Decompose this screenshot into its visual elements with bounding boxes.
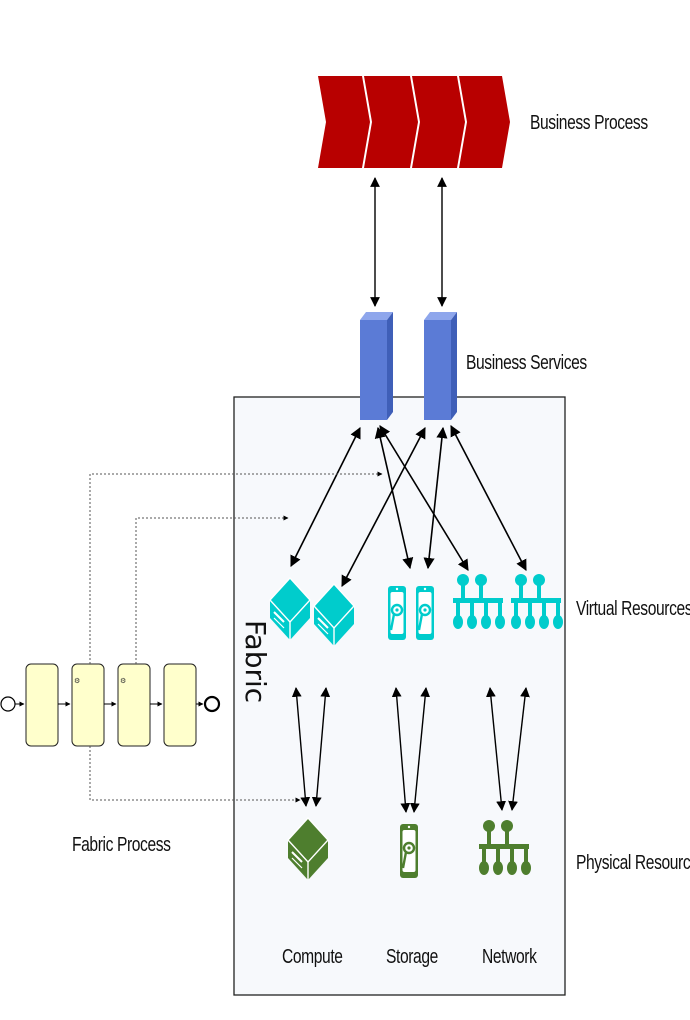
physical-resources-label: Physical Resources	[576, 852, 690, 874]
fabric-label: Fabric	[239, 620, 272, 704]
fabric-process-flow: ⚙ ⚙	[0, 663, 221, 747]
virtual-storage-icon	[386, 584, 408, 642]
process-task	[71, 663, 105, 747]
end-event-icon	[203, 695, 221, 713]
start-event-icon	[0, 696, 16, 712]
chevron-process-icon	[412, 76, 465, 168]
gear-icon: ⚙	[120, 677, 126, 685]
chevron-process-icon	[318, 76, 370, 168]
compute-label: Compute	[282, 946, 343, 968]
network-label: Network	[482, 946, 537, 968]
physical-storage-icon	[398, 822, 420, 880]
process-task	[25, 663, 59, 747]
process-task	[117, 663, 151, 747]
fabric-container	[233, 396, 566, 996]
service-virtual-links	[290, 425, 527, 587]
business-services-label: Business Services	[466, 352, 587, 374]
gear-icon: ⚙	[74, 677, 80, 685]
storage-label: Storage	[386, 946, 438, 968]
business-process-chevrons	[318, 76, 510, 168]
process-task	[163, 663, 197, 747]
fabric-process-label: Fabric Process	[72, 834, 171, 856]
service-block-icon	[424, 312, 457, 420]
fabric-process-links	[89, 471, 383, 803]
virtual-storage-icon	[414, 584, 436, 642]
process-service-links	[370, 177, 447, 307]
chevron-process-icon	[459, 76, 510, 168]
virtual-physical-links	[291, 687, 530, 813]
virtual-resources-label: Virtual Resources	[576, 598, 690, 620]
service-block-icon	[360, 312, 393, 420]
business-process-label: Business Process	[530, 112, 648, 134]
chevron-process-icon	[364, 76, 418, 168]
